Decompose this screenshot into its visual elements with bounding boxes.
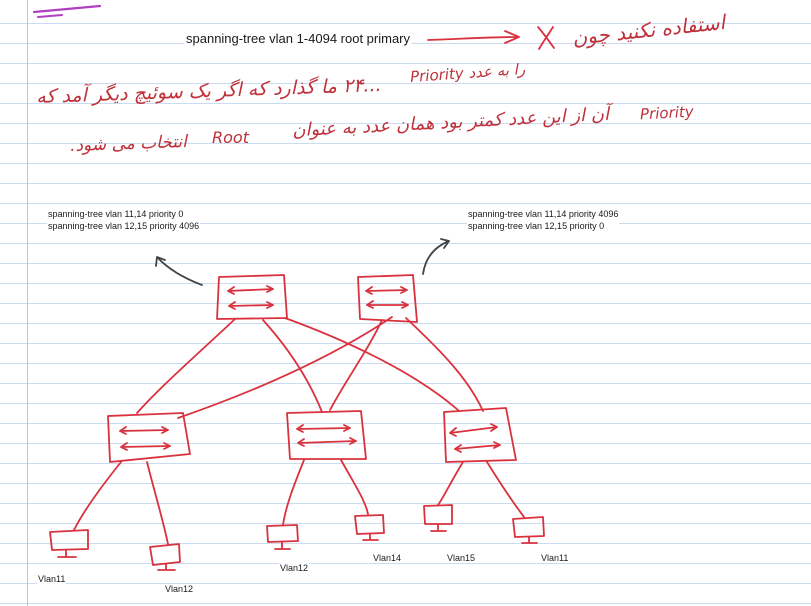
- vlan-label: Vlan15: [446, 553, 477, 563]
- note-line2-end: انتخاب می شود.: [69, 131, 188, 157]
- pointer-arrow-left-icon: [155, 256, 203, 286]
- host-vlan15: [423, 504, 453, 532]
- host-vlan12-left: [149, 543, 181, 571]
- root-left-config: spanning-tree vlan 11,14 priority 0 span…: [47, 208, 201, 232]
- root-right-config-line: spanning-tree vlan 12,15 priority 0: [468, 221, 605, 231]
- note-line2-root: Root: [212, 128, 249, 147]
- vlan-label: Vlan12: [164, 584, 195, 594]
- arrow-to-x-icon: [427, 30, 520, 44]
- host-vlan11-right: [512, 516, 545, 544]
- host-vlan11-left: [49, 529, 89, 558]
- access-switch-middle: [286, 410, 367, 460]
- purple-scribble: [32, 4, 102, 18]
- vlan-label: Vlan11: [37, 574, 67, 584]
- note-line2-priority: Priority: [639, 102, 695, 124]
- vlan-label: Vlan14: [372, 553, 403, 563]
- root-right-config-line: spanning-tree vlan 11,14 priority 4096: [468, 209, 619, 219]
- root-left-config-line: spanning-tree vlan 12,15 priority 4096: [48, 221, 200, 231]
- spanning-tree-command: spanning-tree vlan 1-4094 root primary: [184, 31, 413, 46]
- vlan-label: Vlan11: [540, 553, 570, 563]
- cross-x-icon: [537, 26, 555, 50]
- topology-links: [73, 316, 525, 545]
- root-right-config: spanning-tree vlan 11,14 priority 4096 s…: [467, 208, 620, 232]
- host-vlan14: [354, 514, 385, 541]
- pointer-arrow-right-icon: [422, 238, 450, 275]
- root-switch-right: [357, 274, 418, 323]
- access-switch-right: [443, 407, 517, 463]
- host-vlan12-middle: [266, 524, 299, 550]
- root-switch-left: [216, 274, 288, 320]
- margin-line: [27, 0, 28, 606]
- vlan-label: Vlan12: [279, 563, 310, 573]
- root-left-config-line: spanning-tree vlan 11,14 priority 0: [48, 209, 184, 219]
- access-switch-left: [107, 412, 191, 463]
